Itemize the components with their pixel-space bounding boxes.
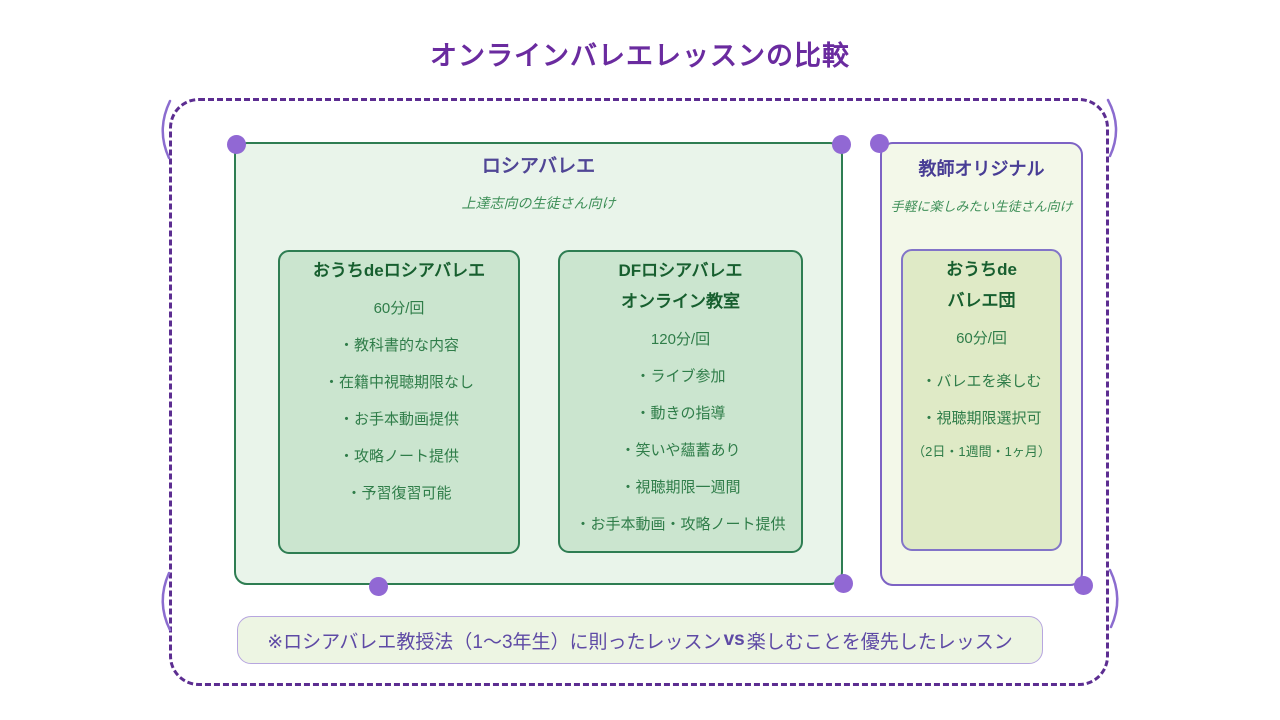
brace-top-right [1106, 98, 1118, 158]
diagram-title: オンラインバレエレッスンの比較 [430, 41, 850, 71]
connector-dot [227, 135, 246, 154]
connector-dot [1074, 576, 1093, 595]
connector-dot [870, 134, 889, 153]
lesson-card-ouchi-de-russian: おうちdeロシアバレエ 60分/回 ・教科書的な内容 ・在籍中視聴期限なし ・お… [278, 250, 520, 554]
comparison-boundary [169, 98, 1109, 686]
connector-dot [832, 135, 851, 154]
connector-dot [834, 574, 853, 593]
feature-item: ・動きの指導 [635, 405, 726, 422]
connector-dot [369, 577, 388, 596]
feature-item: ・視聴期限一週間 [620, 479, 741, 496]
feature-item: ・笑いや蘊蓄あり [620, 442, 741, 459]
lesson-name-line2: オンライン教室 [621, 292, 740, 311]
footnote-text-before: ※ロシアバレエ教授法（1〜3年生）に則ったレッスン [267, 631, 722, 653]
feature-item: ・予習復習可能 [346, 485, 452, 502]
feature-item: ・お手本動画・攻略ノート提供 [575, 516, 786, 533]
lesson-card-df-russian-online: DFロシアバレエ オンライン教室 120分/回 ・ライブ参加 ・動きの指導 ・笑… [558, 250, 803, 553]
lesson-name-line1: おうちde [946, 260, 1017, 279]
feature-item: ・攻略ノート提供 [338, 448, 459, 465]
group-subtitle: 手軽に楽しみたい生徒さん向け [890, 199, 1073, 214]
feature-item: ・ライブ参加 [635, 368, 726, 385]
feature-item: ・バレエを楽しむ [921, 373, 1042, 390]
feature-item: ・視聴期限選択可 [921, 410, 1042, 427]
footnote-box: ※ロシアバレエ教授法（1〜3年生）に則ったレッスン vs 楽しむことを優先したレ… [237, 616, 1043, 664]
lesson-card-ouchi-de-balletdan: おうちde バレエ団 60分/回 ・バレエを楽しむ ・視聴期限選択可 （2日・1… [901, 249, 1062, 551]
group-subtitle: 上達志向の生徒さん向け [461, 195, 616, 211]
feature-item: ・教科書的な内容 [338, 337, 459, 354]
lesson-duration: 120分/回 [650, 331, 711, 348]
footnote-text-after: 楽しむことを優先したレッスン [746, 631, 1013, 653]
feature-item: ・お手本動画提供 [338, 411, 459, 428]
feature-note: （2日・1週間・1ヶ月） [912, 444, 1051, 459]
lesson-name: おうちdeロシアバレエ [312, 261, 486, 280]
group-title: 教師オリジナル [918, 159, 1045, 179]
feature-item: ・在籍中視聴期限なし [323, 374, 474, 391]
lesson-name-line1: DFロシアバレエ [618, 261, 743, 280]
lesson-duration: 60分/回 [373, 300, 425, 317]
group-title: ロシアバレエ [481, 156, 596, 177]
brace-bottom-right [1108, 568, 1119, 629]
lesson-duration: 60分/回 [956, 330, 1007, 347]
lesson-name-line2: バレエ団 [947, 291, 1016, 310]
footnote-vs: vs [723, 629, 745, 650]
